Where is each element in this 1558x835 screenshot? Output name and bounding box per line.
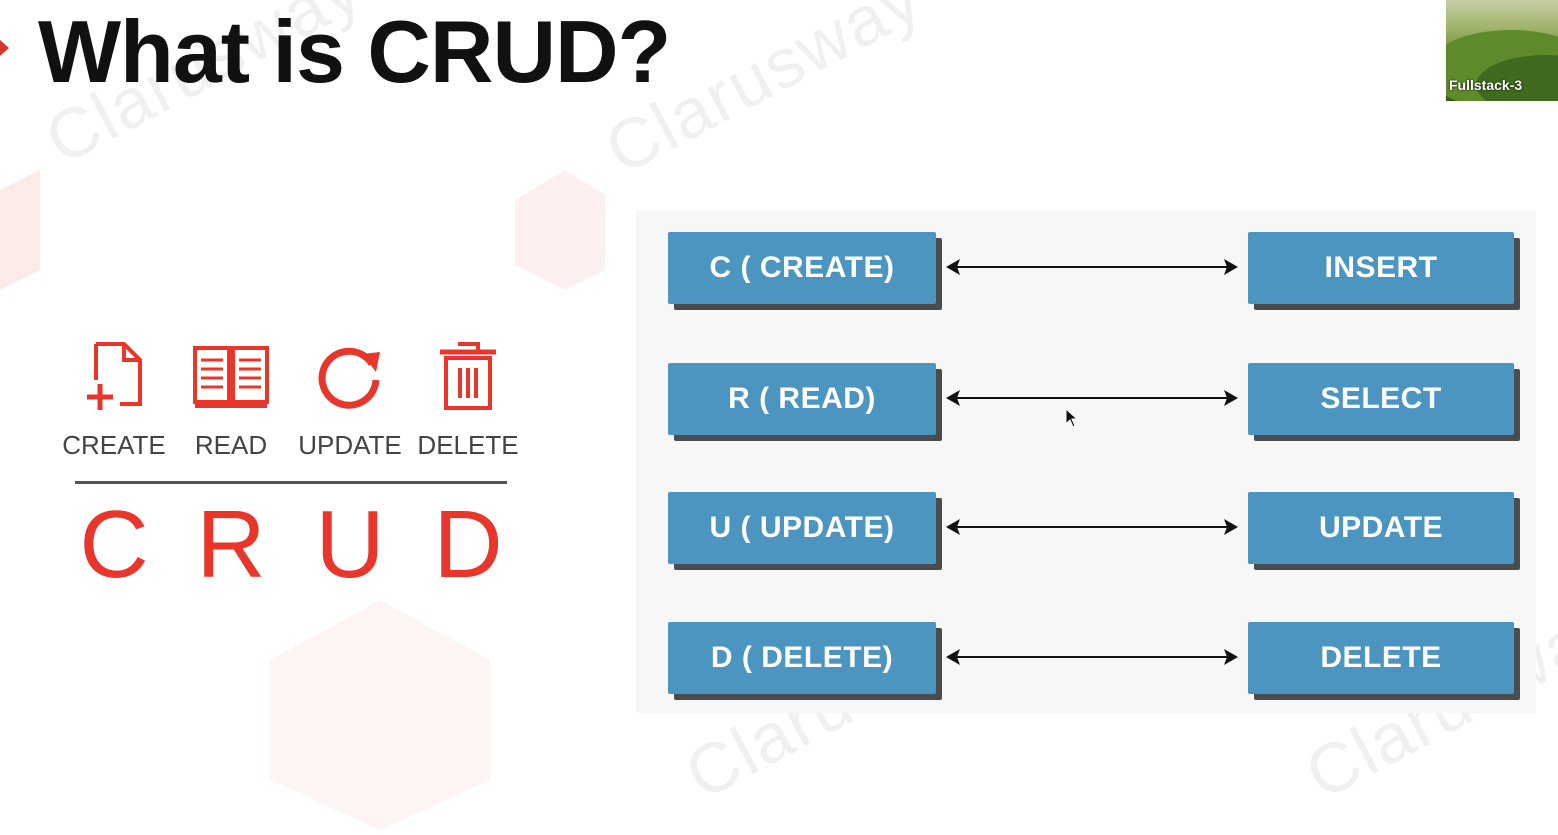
crud-graphic: CREATE READ UPDATE DELETE C R U D bbox=[55, 340, 525, 600]
crud-operation-box: C ( CREATE) bbox=[668, 232, 936, 304]
mapping-row: R ( READ) SELECT bbox=[636, 363, 1536, 443]
sql-command-box: INSERT bbox=[1248, 232, 1514, 304]
divider bbox=[75, 481, 507, 484]
crud-letter: R bbox=[196, 491, 266, 598]
double-arrow-icon bbox=[946, 649, 1238, 665]
crud-item-delete: DELETE bbox=[413, 340, 523, 461]
watermark-logo bbox=[0, 170, 40, 290]
crud-operation-box: R ( READ) bbox=[668, 363, 936, 435]
file-add-icon bbox=[87, 342, 142, 410]
refresh-icon bbox=[318, 347, 380, 409]
page-title: What is CRUD? bbox=[38, 2, 671, 101]
crud-item-update: UPDATE bbox=[295, 340, 405, 461]
bullet-marker bbox=[0, 40, 9, 56]
video-thumbnail[interactable]: Fullstack-3 bbox=[1446, 0, 1558, 101]
crud-label: CREATE bbox=[62, 430, 166, 460]
sql-command-box: SELECT bbox=[1248, 363, 1514, 435]
crud-label: DELETE bbox=[417, 430, 519, 460]
mapping-row: D ( DELETE) DELETE bbox=[636, 622, 1536, 702]
crud-letter: U bbox=[315, 491, 385, 598]
double-arrow-icon bbox=[946, 259, 1238, 275]
crud-operation-box: D ( DELETE) bbox=[668, 622, 936, 694]
video-thumbnail-label: Fullstack-3 bbox=[1449, 77, 1523, 93]
book-icon bbox=[193, 346, 269, 408]
double-arrow-icon bbox=[946, 519, 1238, 535]
mapping-row: C ( CREATE) INSERT bbox=[636, 232, 1536, 312]
crud-item-create: CREATE bbox=[59, 340, 169, 461]
crud-sql-mapping: C ( CREATE) INSERT R ( READ) SELECT U ( … bbox=[636, 210, 1536, 713]
crud-label: READ bbox=[194, 430, 268, 460]
crud-letter: C bbox=[79, 491, 149, 598]
crud-label: UPDATE bbox=[298, 430, 402, 460]
crud-letter: D bbox=[433, 491, 503, 598]
sql-command-box: UPDATE bbox=[1248, 492, 1514, 564]
mouse-cursor-icon bbox=[1065, 408, 1079, 428]
crud-operation-box: U ( UPDATE) bbox=[668, 492, 936, 564]
crud-item-read: READ bbox=[176, 340, 286, 461]
trash-icon bbox=[440, 342, 496, 410]
mapping-row: U ( UPDATE) UPDATE bbox=[636, 492, 1536, 572]
double-arrow-icon bbox=[946, 390, 1238, 406]
watermark-logo bbox=[515, 170, 605, 290]
watermark-logo bbox=[270, 600, 490, 830]
sql-command-box: DELETE bbox=[1248, 622, 1514, 694]
